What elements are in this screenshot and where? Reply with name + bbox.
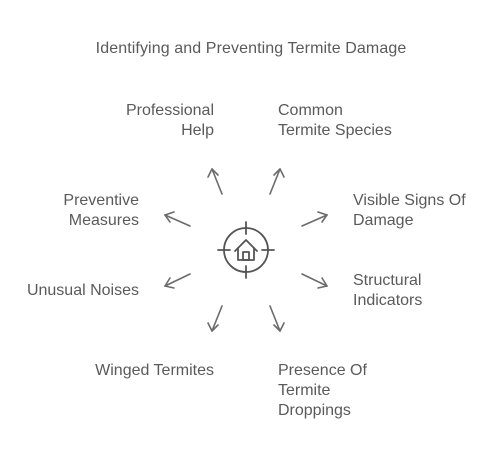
arrow-preventive-measures	[164, 211, 191, 227]
arrow-common-termite-species	[269, 168, 285, 195]
house-target-icon	[217, 221, 275, 279]
item-presence-of-termite-droppings: Presence Of Termite Droppings	[278, 362, 367, 419]
item-preventive-measures: Preventive Measures	[63, 192, 139, 229]
arrow-winged-termites	[207, 305, 223, 332]
arrow-unusual-noises	[164, 273, 191, 289]
item-winged-termites: Winged Termites	[95, 362, 214, 379]
diagram-title: Identifying and Preventing Termite Damag…	[95, 40, 407, 57]
item-professional-help: Professional Help	[125, 102, 214, 139]
arrow-professional-help	[207, 168, 223, 195]
item-structural-indicators: Structural Indicators	[353, 272, 423, 309]
item-visible-signs-of-damage: Visible Signs Of Damage	[353, 192, 466, 229]
arrow-structural-indicators	[301, 273, 328, 289]
arrow-presence-of-droppings	[269, 305, 285, 332]
item-common-termite-species: Common Termite Species	[278, 102, 392, 139]
arrow-visible-signs	[301, 211, 328, 227]
item-unusual-noises: Unusual Noises	[26, 282, 139, 299]
